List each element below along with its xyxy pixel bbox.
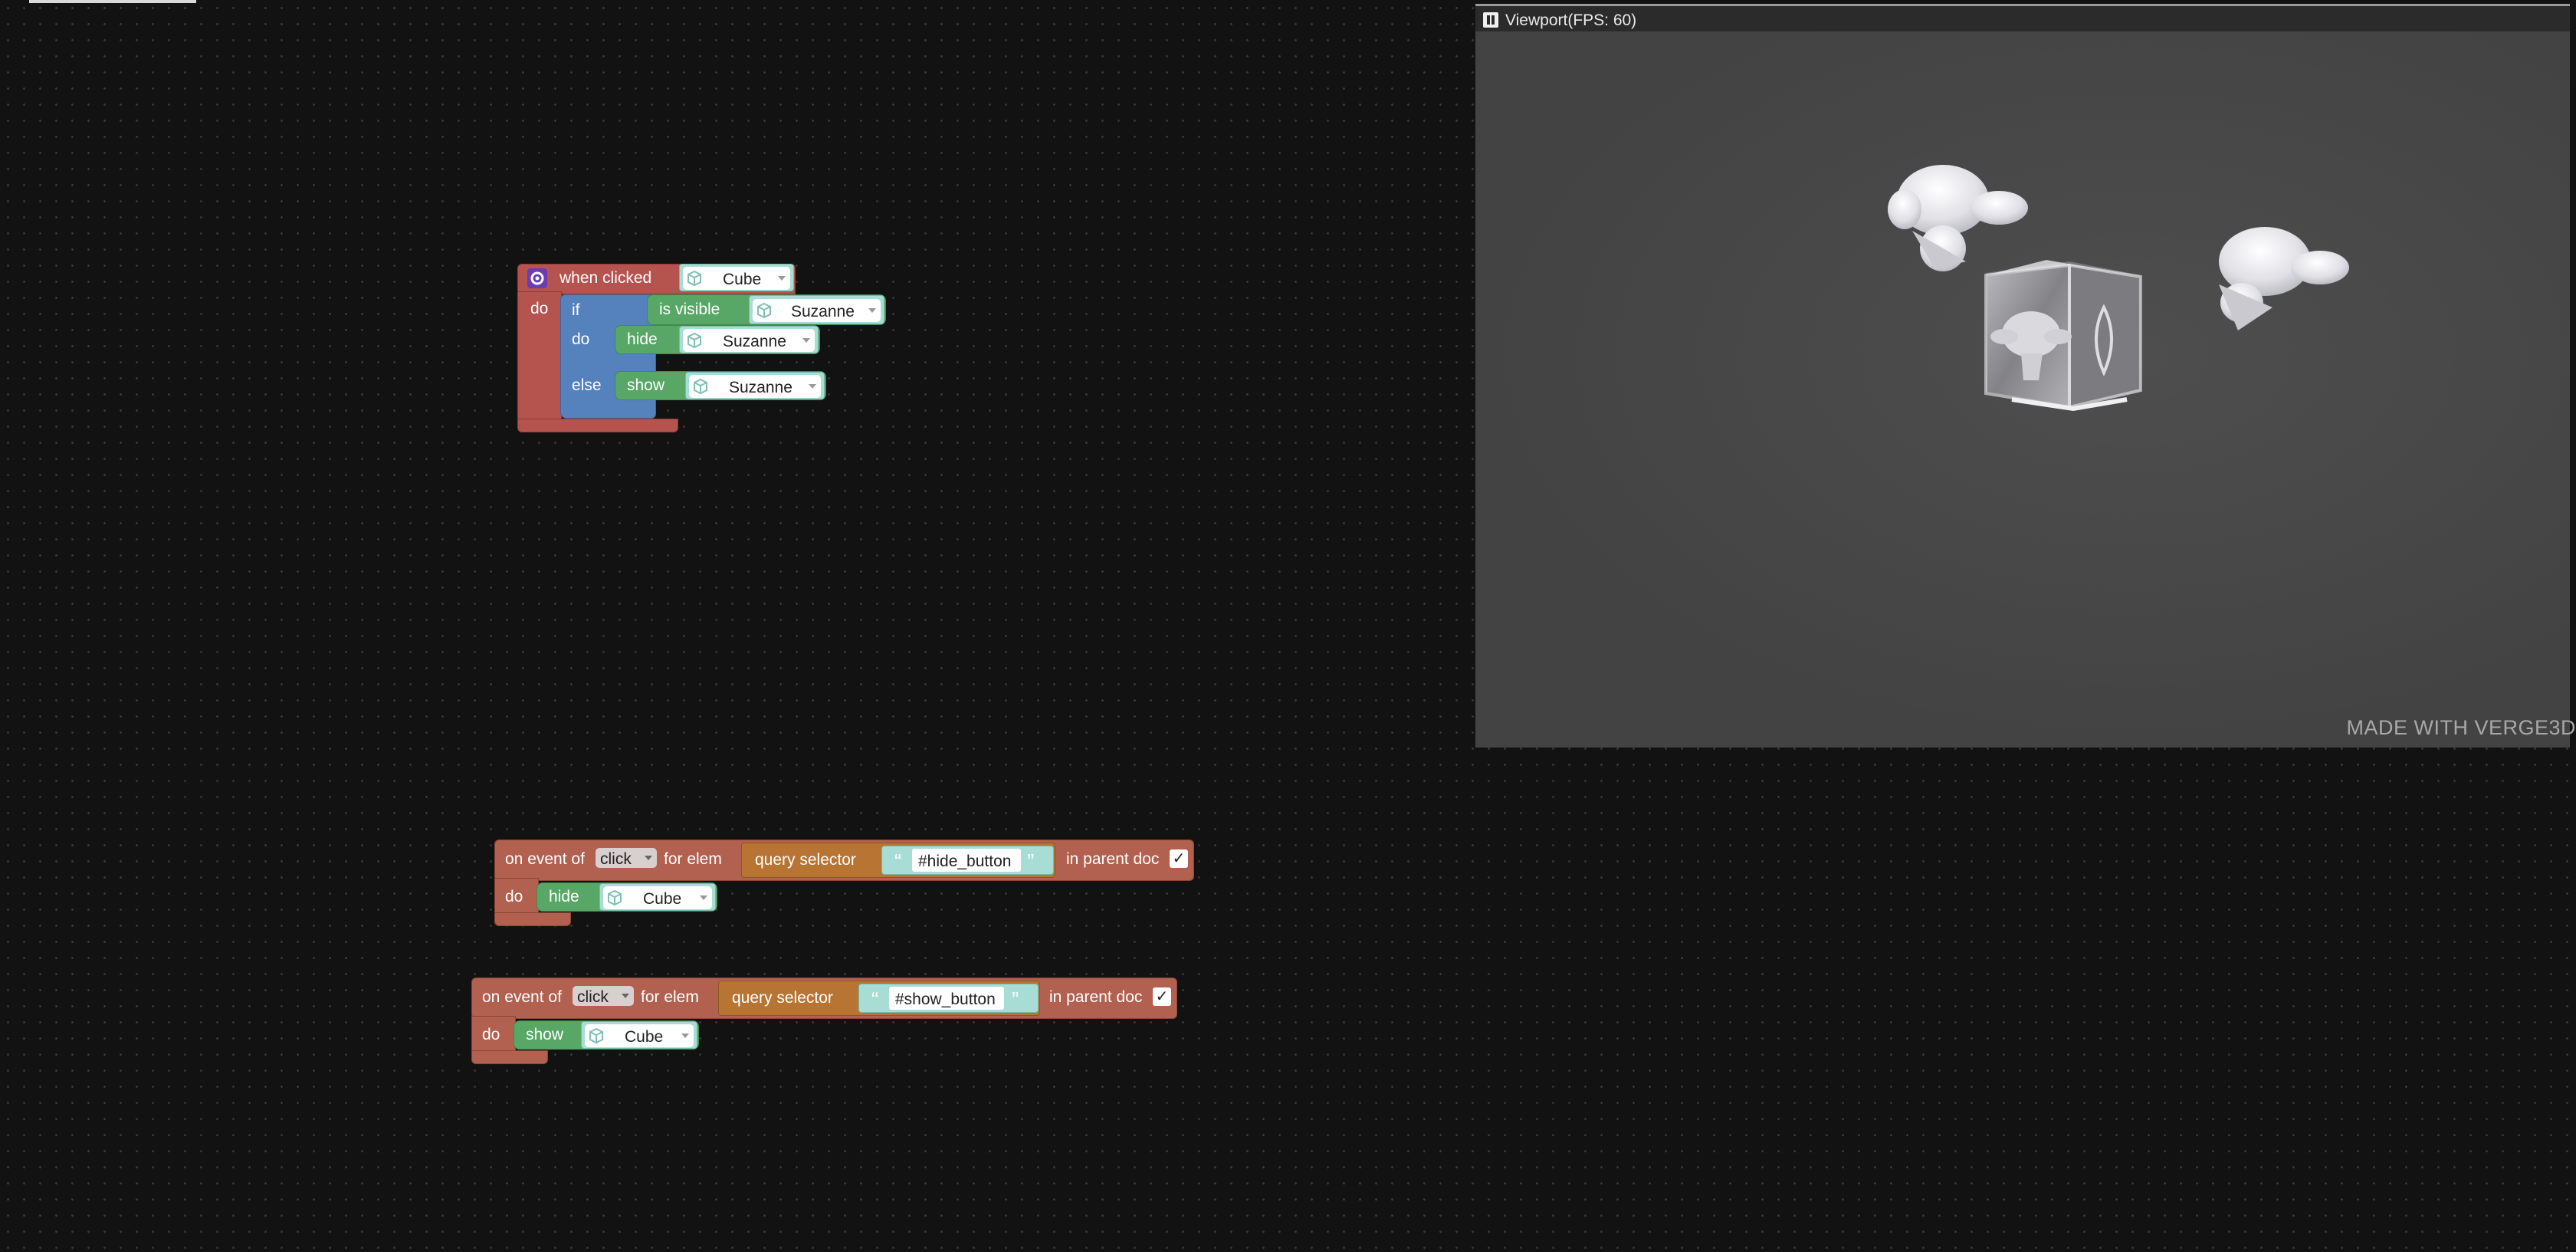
gear-icon[interactable]	[527, 268, 547, 288]
open-quote-icon: “	[894, 849, 902, 873]
object-dropdown[interactable]: Cube	[603, 886, 712, 909]
cube-icon	[589, 1027, 603, 1044]
chevron-down-icon	[681, 1033, 689, 1038]
hide-label: hide	[549, 888, 579, 905]
object-dropdown[interactable]: Suzanne	[689, 375, 821, 398]
event-bottom[interactable]	[471, 1050, 548, 1064]
open-quote-icon: “	[871, 987, 879, 1011]
close-quote-icon: ”	[1012, 987, 1019, 1011]
suzanne-right	[2219, 227, 2349, 330]
chevron-down-icon	[645, 856, 652, 860]
object-value-block[interactable]: Suzanne	[749, 295, 884, 324]
show-label: show	[627, 376, 665, 394]
cube-icon	[608, 889, 622, 906]
cube-icon	[757, 302, 771, 319]
event-type-dropdown[interactable]: click	[573, 986, 634, 1006]
glass-cube	[1984, 260, 2142, 412]
object-value-block[interactable]: Suzanne	[679, 326, 819, 353]
for-elem-label: for elem	[641, 988, 699, 1006]
for-elem-label: for elem	[664, 850, 722, 868]
on-event-of-label: on event of	[505, 850, 585, 868]
when-clicked-label: when clicked	[560, 269, 652, 287]
close-quote-icon: ”	[1027, 849, 1035, 873]
parent-doc-checkbox[interactable]: ✓	[1170, 849, 1188, 868]
is-visible-label: is visible	[659, 301, 720, 318]
workspace-top-scrollbar[interactable]	[29, 0, 196, 3]
when-clicked-bottom[interactable]	[517, 419, 678, 432]
object-value-block[interactable]: Suzanne	[685, 372, 825, 399]
cube-icon	[694, 378, 707, 395]
selector-input[interactable]: #hide_button	[912, 849, 1021, 872]
object-dropdown[interactable]: Suzanne	[753, 299, 881, 322]
when-clicked-spine[interactable]	[517, 291, 562, 428]
selector-input[interactable]: #show_button	[889, 987, 1004, 1010]
parent-doc-checkbox[interactable]: ✓	[1153, 987, 1171, 1006]
cube-icon	[687, 270, 701, 287]
viewport-title: Viewport(FPS: 60)	[1505, 12, 1637, 29]
object-dropdown[interactable]: Cube	[585, 1024, 694, 1047]
object-value-block[interactable]: Cube	[679, 264, 794, 291]
object-value-block[interactable]: Cube	[581, 1021, 697, 1049]
viewport-scene[interactable]	[1475, 31, 2570, 748]
in-parent-doc-label: in parent doc	[1066, 850, 1160, 868]
chevron-down-icon	[622, 994, 629, 998]
verge3d-watermark: MADE WITH VERGE3D	[2346, 716, 2576, 739]
event-bottom[interactable]	[494, 912, 571, 926]
show-label: show	[526, 1026, 564, 1043]
chevron-down-icon	[809, 384, 816, 389]
object-value-block[interactable]: Cube	[599, 883, 716, 911]
viewport-panel[interactable]: Viewport(FPS: 60)	[1475, 4, 2576, 748]
if-label: if	[572, 301, 580, 319]
on-event-of-label: on event of	[482, 988, 562, 1006]
do-label: do	[482, 1026, 500, 1043]
if-do-label: do	[572, 330, 590, 348]
else-label: else	[572, 376, 602, 394]
object-dropdown[interactable]: Suzanne	[683, 329, 815, 352]
cube-icon	[687, 332, 701, 349]
suzanne-left	[1888, 165, 2028, 271]
do-label: do	[530, 300, 549, 317]
hide-label: hide	[627, 330, 658, 348]
chevron-down-icon	[778, 276, 786, 281]
viewport-header[interactable]: Viewport(FPS: 60)	[1475, 4, 2570, 31]
event-type-dropdown[interactable]: click	[596, 848, 657, 868]
query-selector-label: query selector	[755, 851, 856, 869]
chevron-down-icon	[802, 338, 810, 343]
pause-icon[interactable]	[1483, 12, 1498, 28]
chevron-down-icon	[700, 895, 707, 900]
scene-render	[1888, 165, 2349, 412]
chevron-down-icon	[868, 308, 876, 313]
do-label: do	[505, 888, 523, 905]
in-parent-doc-label: in parent doc	[1049, 988, 1143, 1006]
object-dropdown[interactable]: Cube	[683, 267, 790, 290]
query-selector-label: query selector	[732, 989, 833, 1007]
